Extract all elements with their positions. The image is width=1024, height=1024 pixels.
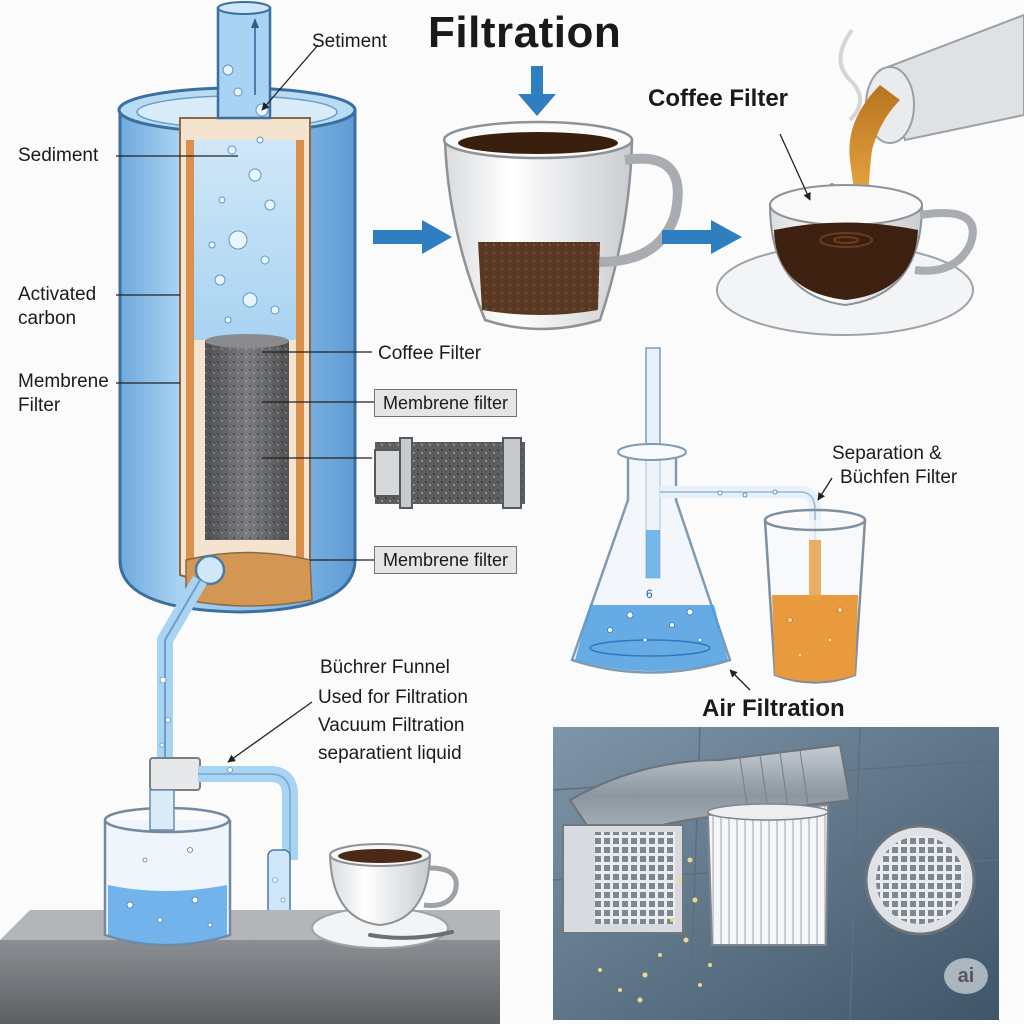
arrow-right-1 (373, 220, 452, 254)
setiment-label: Setiment (312, 31, 387, 52)
membrene-filter-label-1: Membrene (18, 371, 109, 392)
separation-label-2: Büchfen Filter (840, 467, 958, 488)
leader-lines (116, 44, 833, 763)
activated-carbon-label-1: Activated (18, 284, 97, 305)
filter-cup (442, 120, 683, 331)
membrene-filter-box-top: Membrene filter (374, 389, 518, 417)
flask-mark: 6 (646, 587, 653, 601)
coffee-cup-saucer (716, 184, 977, 336)
buchner-label-1: Büchrer Funnel (320, 657, 450, 678)
sediment-label: Sediment (18, 145, 99, 166)
coffee-filter-cylinder-label: Coffee Filter (378, 343, 482, 364)
arrow-down (518, 66, 556, 116)
ai-watermark: ai (944, 958, 988, 994)
buchner-label-4: separatient liquid (318, 743, 462, 764)
activated-carbon-label-2: carbon (18, 308, 77, 329)
membrene-filter-label-2: Filter (18, 395, 61, 416)
main-title: Filtration (428, 8, 622, 57)
coffee-filter-heading: Coffee Filter (648, 85, 789, 112)
arrow-right-2 (662, 220, 742, 254)
buchner-label-2: Used for Filtration (318, 687, 468, 708)
air-filtration-scene (552, 726, 1000, 1021)
cylinder-filter (117, 1, 357, 921)
orange-beaker (763, 508, 867, 684)
buchner-label-3: Vacuum Filtration (318, 715, 465, 736)
coffee-cup-small (311, 843, 459, 949)
separation-label-1: Separation & (832, 443, 942, 464)
air-filtration-heading: Air Filtration (702, 695, 845, 722)
erlenmeyer-flask (570, 347, 821, 674)
collection-beaker (103, 789, 232, 947)
membrane-cartridge (374, 437, 525, 509)
membrene-filter-box-bottom: Membrene filter (374, 546, 518, 574)
